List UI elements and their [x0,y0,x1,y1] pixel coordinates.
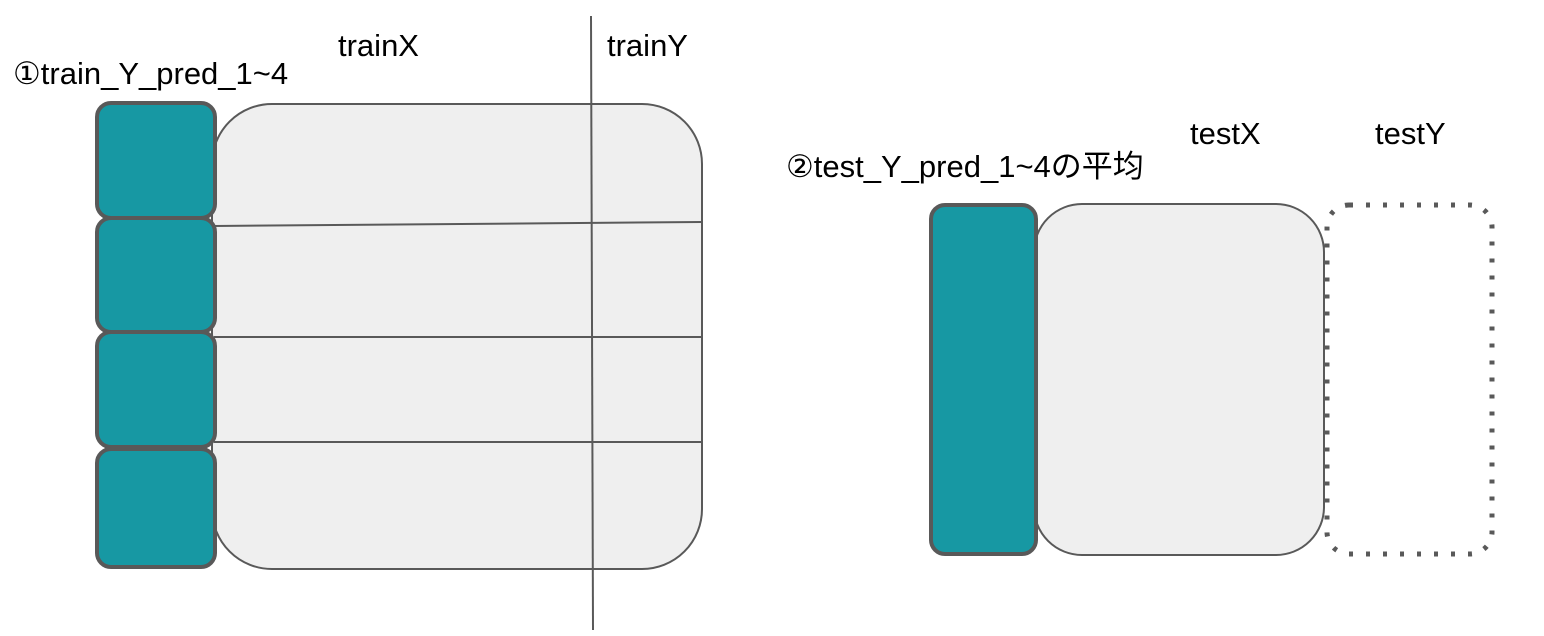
test-pred-block [929,203,1038,556]
fold-divider-1 [213,221,703,227]
train-pred-block-3 [95,330,217,449]
test-section: ②test_Y_pred_1~4の平均 testX testY [786,116,1495,557]
test-data-block [1033,203,1325,556]
train-section: ①train_Y_pred_1~4 trainX trainY [13,15,703,631]
train-xy-divider [590,15,594,631]
train-pred-block-1 [95,101,217,220]
train-pred-block-4 [95,447,217,569]
test-pred-label: ②test_Y_pred_1~4の平均 [786,149,1144,184]
train-pred-block-2 [95,216,217,334]
train-y-label: trainY [607,28,688,63]
train-x-label: trainX [338,28,419,63]
test-y-label: testY [1375,116,1446,151]
test-y-missing-block [1324,202,1495,557]
train-pred-label: ①train_Y_pred_1~4 [13,56,288,91]
test-x-label: testX [1190,116,1261,151]
